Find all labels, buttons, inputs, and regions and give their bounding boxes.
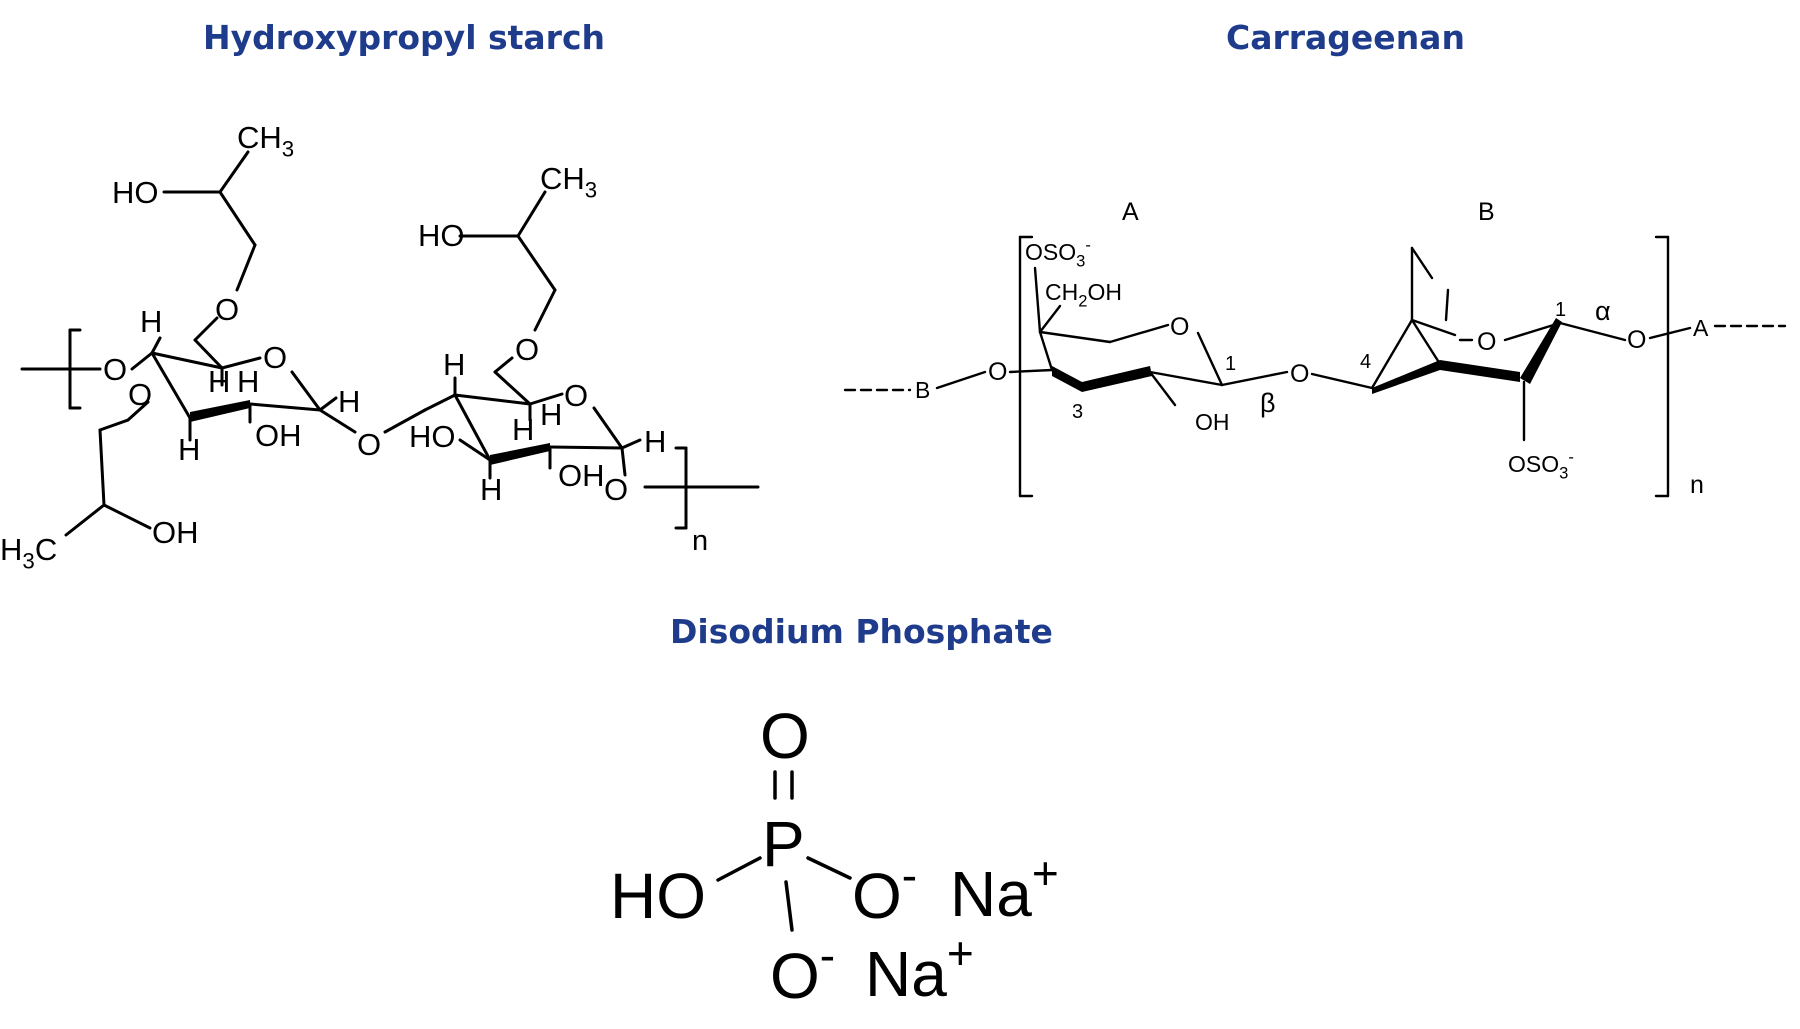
hps-h-a: H	[140, 304, 162, 339]
dsp-na2: Na+	[865, 927, 974, 1010]
carr-oh: OH	[1195, 409, 1230, 435]
hps-h-j: H	[644, 424, 666, 459]
dsp-o-top: O	[760, 700, 810, 772]
carr-alpha: α	[1595, 296, 1611, 326]
carr-o-right: O	[1627, 326, 1646, 354]
carr-pos3: 3	[1072, 401, 1083, 423]
hps-ch3-top: CH3	[237, 120, 294, 162]
dsp-o-minus-right: O-	[852, 849, 917, 932]
hps-o-ether2: O	[515, 332, 539, 367]
hps-o-right-link: O	[604, 472, 628, 507]
hps-h-g: H	[512, 412, 534, 447]
hps-oh-ring2: OH	[558, 458, 605, 493]
carr-unit-a: A	[1122, 198, 1139, 226]
carr-pos1-a: 1	[1225, 353, 1236, 375]
carr-pos1-b: 1	[1555, 299, 1566, 321]
hps-oh-ring1: OH	[255, 418, 302, 453]
hps-n: n	[692, 525, 708, 557]
dsp-o-minus-bottom: O-	[770, 929, 835, 1012]
hps-ho-top: HO	[112, 175, 159, 210]
carr-pos4: 4	[1360, 351, 1371, 373]
hps-h-e: H	[178, 432, 200, 467]
hps-h-f: H	[443, 347, 465, 382]
hps-ho-ring2: HO	[409, 419, 456, 454]
carr-n: n	[1690, 471, 1704, 499]
title-disodium-phosphate: Disodium Phosphate	[670, 612, 1053, 651]
hps-o-ring2: O	[564, 378, 588, 413]
hps-o-sub: O	[128, 377, 152, 412]
carr-b-end: B	[915, 377, 930, 403]
disodium-phosphate-structure: O P HO O- Na+ O- Na+	[610, 700, 1059, 1012]
hps-ch3-right: CH3	[540, 161, 597, 203]
dsp-ho: HO	[610, 860, 706, 932]
carr-unit-b: B	[1478, 198, 1495, 226]
hps-h-b: H	[208, 364, 230, 399]
dsp-p: P	[762, 808, 805, 880]
carr-oso3-bottom: OSO3-	[1508, 447, 1574, 482]
carr-o-ring-a: O	[1170, 313, 1189, 341]
carr-o-link: O	[1290, 360, 1309, 388]
hps-ho-right: HO	[418, 218, 465, 253]
hps-h-i: H	[480, 472, 502, 507]
carr-o-left: O	[988, 358, 1007, 386]
hps-h-d: H	[338, 384, 360, 419]
carr-ch2oh: CH2OH	[1045, 279, 1122, 310]
hps-o-glyco: O	[357, 427, 381, 462]
hydroxypropyl-starch-structure: CH3 HO O CH3 HO O O O O H H H H H OH O H…	[0, 120, 760, 574]
carr-o-ring-b: O	[1477, 328, 1496, 356]
hps-o-ether1: O	[215, 292, 239, 327]
title-hydroxypropyl-starch: Hydroxypropyl starch	[203, 18, 606, 57]
hps-o-left-link: O	[103, 352, 127, 387]
hps-h-h: H	[540, 397, 562, 432]
hps-oh-bottom: OH	[152, 515, 199, 550]
hps-h3c: H3C	[0, 532, 57, 574]
dsp-na1: Na+	[950, 847, 1059, 930]
carr-oso3-top: OSO3-	[1025, 235, 1091, 270]
hps-h-c: H	[237, 364, 259, 399]
carr-a-end: A	[1693, 315, 1709, 341]
hps-o-ring1: O	[263, 340, 287, 375]
title-carrageenan: Carrageenan	[1226, 18, 1465, 57]
carrageenan-structure: A B OSO3- CH2OH B O O 1 3 OH β O 4 O 1 α…	[843, 198, 1787, 499]
carr-beta: β	[1260, 388, 1276, 418]
